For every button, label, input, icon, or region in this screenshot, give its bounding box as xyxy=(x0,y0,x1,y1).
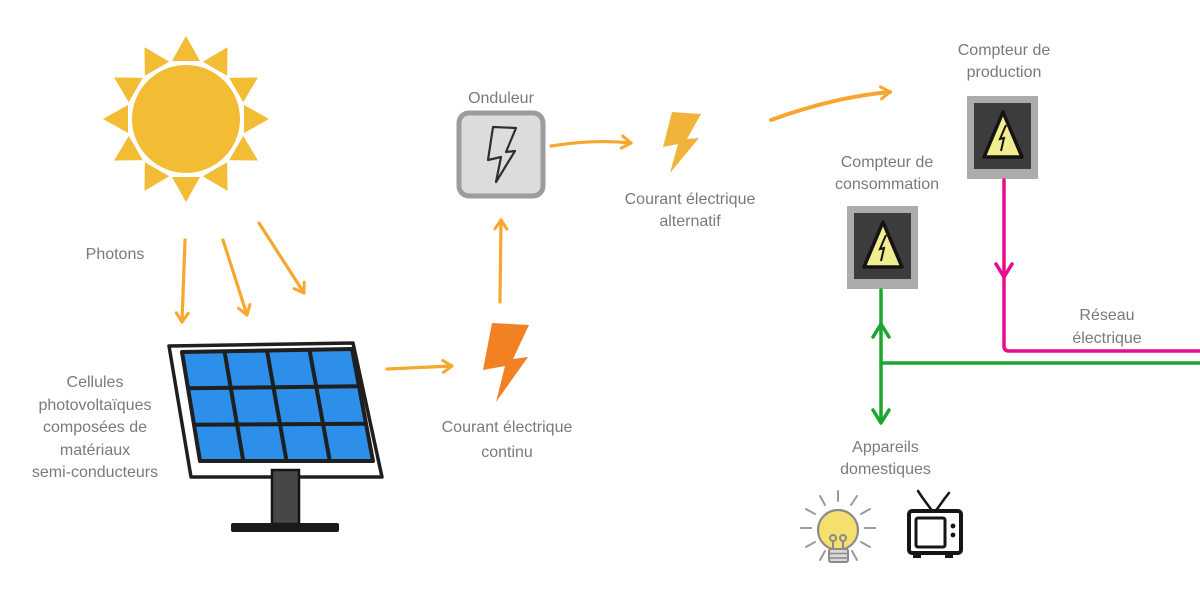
production-meter-icon xyxy=(967,96,1038,179)
pink-arrowhead-icon xyxy=(994,262,1014,279)
tv-icon xyxy=(907,489,963,558)
cells-label: Cellules photovoltaïques composées de ma… xyxy=(31,374,159,481)
appliances-label: Appareils domestiques xyxy=(840,439,931,478)
grid-feed-line xyxy=(994,178,1200,353)
warning-bolt-icon xyxy=(998,124,1007,152)
green-up-arrowhead-icon xyxy=(871,322,891,339)
dc-bolt-icon xyxy=(483,323,529,402)
consumption-meter-icon xyxy=(847,206,918,289)
arrow-ac-to-production-icon xyxy=(769,85,892,122)
arrow-panel-to-dc-icon xyxy=(385,358,454,374)
warning-bolt-icon xyxy=(878,234,887,262)
photon-arrows xyxy=(174,221,306,324)
bulb-icon xyxy=(800,490,876,563)
production-meter-label: Compteur de production xyxy=(957,42,1051,81)
grid-label: Réseau électrique xyxy=(1072,307,1142,347)
flow-arrows xyxy=(385,85,892,374)
bulb-rays xyxy=(800,490,876,561)
tv-antenna xyxy=(916,489,951,514)
panel-grid-lines xyxy=(187,349,367,462)
inverter-label: Onduleur xyxy=(468,90,534,107)
photons-label: Photons xyxy=(85,246,145,263)
green-down-arrowhead-icon xyxy=(871,408,891,425)
arrow-inverter-to-ac-icon xyxy=(549,134,633,150)
photon-arrow-icon xyxy=(257,221,306,295)
arrow-dc-to-inverter-icon xyxy=(493,218,509,304)
consumption-line xyxy=(871,288,1200,425)
ac-bolt-icon xyxy=(663,112,701,173)
consumption-meter-label: Compteur de consommation xyxy=(834,154,940,193)
inverter-icon xyxy=(456,110,546,199)
solar-panel-icon xyxy=(167,341,384,532)
panel-base xyxy=(231,523,339,532)
ac-current-label: Courant électrique alternatif xyxy=(624,191,756,230)
dc-current-label: Courant électrique continu xyxy=(441,419,573,461)
photon-arrow-icon xyxy=(174,238,190,324)
photon-arrow-icon xyxy=(221,238,252,317)
panel-stand xyxy=(270,468,301,526)
inverter-bolt-icon xyxy=(486,125,518,184)
sun-icon xyxy=(103,36,269,202)
